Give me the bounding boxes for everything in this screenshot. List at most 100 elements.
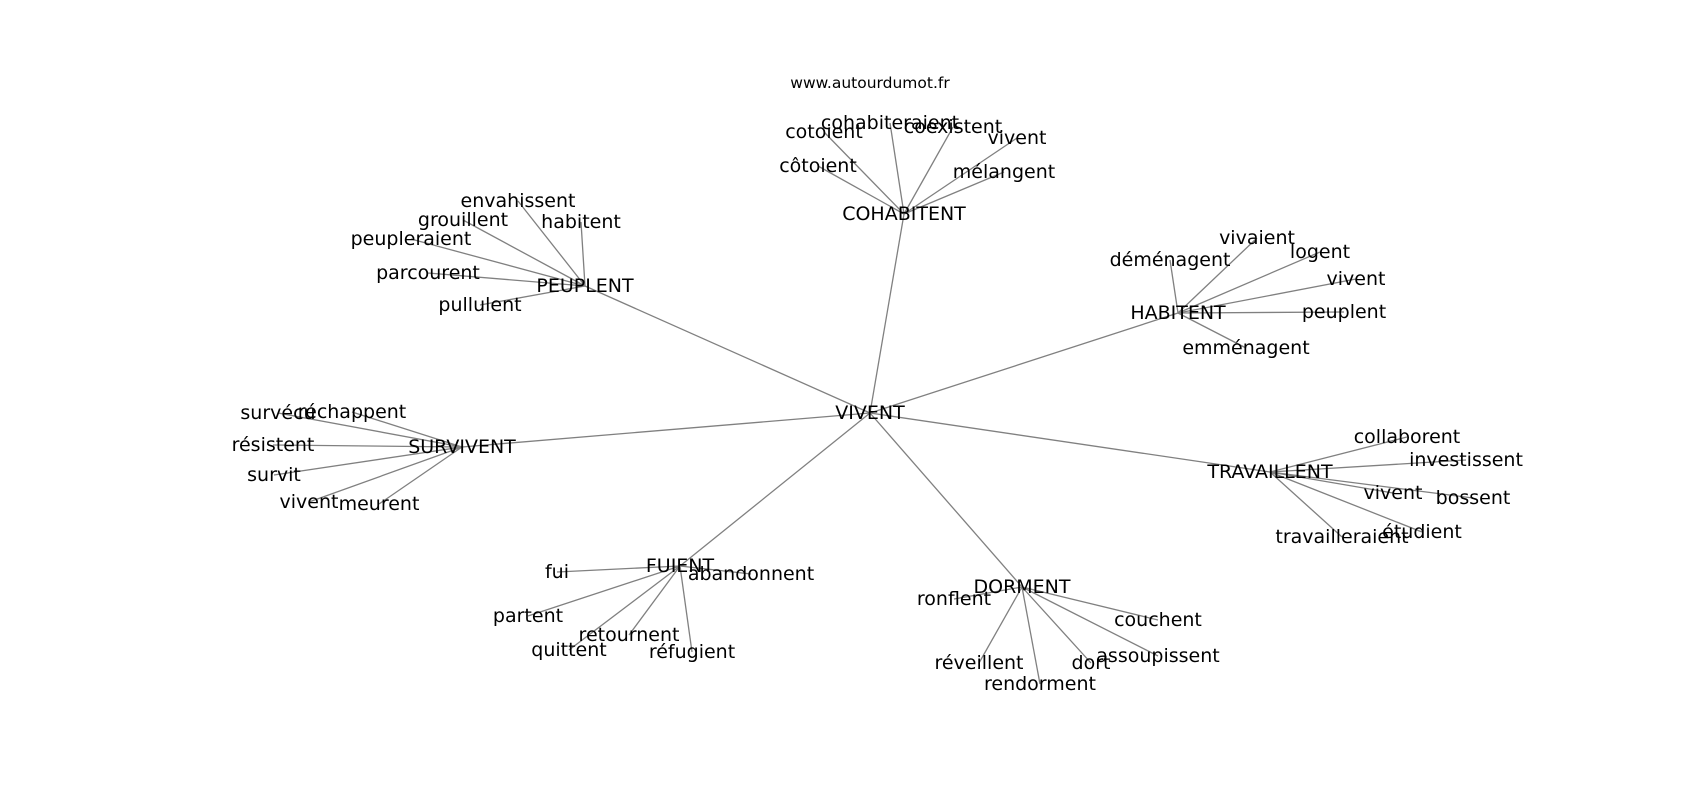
leaf-node-label: réfugient xyxy=(649,641,735,663)
leaf-node-label: quittent xyxy=(531,639,606,661)
hub-node-label: HABITENT xyxy=(1130,302,1226,324)
graph-edge xyxy=(277,412,463,448)
leaf-node-label: coexistent xyxy=(904,116,1002,138)
leaf-node-label: couchent xyxy=(1114,609,1202,631)
leaf-node-label: résistent xyxy=(232,434,315,456)
graph-edge xyxy=(1269,471,1474,499)
leaf-node-label: assoupissent xyxy=(1096,645,1219,667)
graph-edge xyxy=(462,219,586,287)
graph-edge xyxy=(568,565,681,651)
leaf-node-label: parcourent xyxy=(376,262,480,284)
center-node-label: VIVENT xyxy=(835,402,905,424)
graph-edge xyxy=(903,126,954,215)
graph-edge xyxy=(869,312,1179,414)
graph-edge xyxy=(272,444,463,448)
leaf-node-label: réveillent xyxy=(934,652,1023,674)
leaf-node-label: travailleraient xyxy=(1275,526,1408,548)
leaf-node-label: habitent xyxy=(541,211,621,233)
leaf-node-label: fui xyxy=(545,561,569,583)
leaf-node-label: réchappent xyxy=(298,401,407,423)
graph-edge xyxy=(273,446,463,476)
graph-edge xyxy=(479,285,586,306)
graph-edge xyxy=(1269,471,1423,533)
graph-edge xyxy=(1169,259,1179,314)
graph-edge xyxy=(679,412,871,567)
graph-edge xyxy=(1269,436,1408,473)
graph-edge xyxy=(1021,586,1159,621)
graph-edge xyxy=(1177,312,1247,349)
leaf-node-label: ronflent xyxy=(917,588,991,610)
leaf-node-label: vivent xyxy=(280,491,339,513)
graph-edge xyxy=(517,200,586,287)
leaf-node-label: vivent xyxy=(988,127,1047,149)
leaf-node-label: pullulent xyxy=(438,294,521,316)
graph-edge xyxy=(461,412,871,448)
leaf-node-label: peupleraient xyxy=(351,228,472,250)
graph-edge xyxy=(308,446,463,503)
graph-edge xyxy=(580,221,586,287)
graph-edge xyxy=(1177,311,1345,314)
graph-edge xyxy=(1269,471,1343,538)
leaf-node-label: dort xyxy=(1072,652,1111,674)
graph-edge xyxy=(869,412,1271,473)
graph-edge xyxy=(1021,586,1159,657)
leaf-node-label: retournent xyxy=(579,624,680,646)
graph-edge xyxy=(679,565,693,653)
leaf-node-label: survécu xyxy=(240,402,315,424)
leaf-node-label: survit xyxy=(247,464,301,486)
leaf-node-label: envahissent xyxy=(461,190,576,212)
graph-edge xyxy=(978,586,1023,664)
hub-node-label: DORMENT xyxy=(973,576,1070,598)
leaf-node-label: cotoient xyxy=(785,121,863,143)
graph-edge xyxy=(410,238,586,287)
leaf-node-label: partent xyxy=(493,605,563,627)
graph-edge xyxy=(903,137,1018,215)
leaf-node-label: vivent xyxy=(1364,482,1423,504)
leaf-node-label: abandonnent xyxy=(688,563,814,585)
graph-edge xyxy=(1021,586,1041,685)
leaf-node-label: bossent xyxy=(1436,487,1511,509)
leaf-node-label: déménagent xyxy=(1110,249,1231,271)
leaf-node-label: emménagent xyxy=(1182,337,1309,359)
graph-edge xyxy=(351,411,463,448)
leaf-node-label: peuplent xyxy=(1302,301,1386,323)
leaf-node-label: vivaient xyxy=(1219,227,1295,249)
graph-edge xyxy=(1269,471,1394,494)
leaf-node-label: mélangent xyxy=(953,161,1055,183)
hub-node-label: COHABITENT xyxy=(842,203,966,225)
graph-edge xyxy=(1177,278,1357,314)
graph-edge xyxy=(953,586,1023,600)
graph-edge xyxy=(817,165,905,215)
graph-edge xyxy=(903,171,1005,215)
graph-edge xyxy=(427,272,586,287)
leaf-node-label: côtoient xyxy=(779,155,857,177)
graph-edge xyxy=(527,565,681,617)
graph-edge xyxy=(1021,586,1092,664)
graph-edge xyxy=(1269,459,1467,473)
site-url-text: www.autourdumot.fr xyxy=(790,74,950,92)
hub-node-label: TRAVAILLENT xyxy=(1206,461,1333,483)
leaf-node-label: cohabiteraient xyxy=(821,112,959,134)
leaf-node-label: rendorment xyxy=(984,673,1096,695)
graph-edges xyxy=(272,122,1474,685)
leaf-node-label: collaborent xyxy=(1354,426,1461,448)
hub-node-label: PEUPLENT xyxy=(536,275,634,297)
graph-edge xyxy=(1177,251,1321,314)
graph-edge xyxy=(556,565,681,573)
leaf-node-label: investissent xyxy=(1409,449,1523,471)
hub-node-label: SURVIVENT xyxy=(408,436,516,458)
graph-edge xyxy=(584,285,871,414)
graph-edge xyxy=(1177,237,1258,314)
graph-edge xyxy=(378,446,463,505)
leaf-node-label: grouillent xyxy=(418,209,508,231)
graph-edge xyxy=(869,213,905,414)
hub-node-label: FUIENT xyxy=(646,555,715,577)
graph-edge xyxy=(823,131,905,215)
graph-edge xyxy=(628,565,681,636)
leaf-node-label: étudient xyxy=(1382,521,1462,543)
graph-edge xyxy=(679,565,752,575)
leaf-node-label: logent xyxy=(1290,241,1350,263)
graph-edge xyxy=(869,412,1023,588)
